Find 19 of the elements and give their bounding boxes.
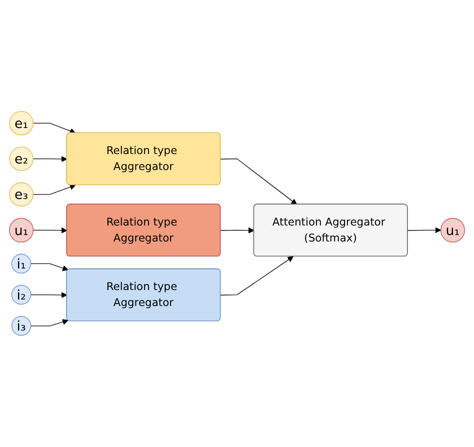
arrow [32, 227, 68, 234]
node-circle: i₂ [11, 284, 32, 305]
node-circle: e₃ [9, 182, 34, 206]
node-circle: i₃ [11, 316, 32, 336]
arrow [30, 292, 68, 298]
arrow [32, 156, 68, 162]
arrow [32, 122, 76, 134]
arrow [32, 184, 76, 195]
arrow [407, 227, 442, 233]
arrow [220, 256, 294, 296]
node-circle: u₁ [9, 218, 34, 242]
node-circle: u₁ [440, 218, 465, 242]
node-circle: e₁ [9, 110, 34, 136]
arrow [220, 158, 297, 205]
arrow [220, 227, 254, 234]
arrow [30, 318, 68, 326]
node-circle: i₁ [11, 254, 32, 274]
arrow [30, 263, 68, 271]
node-circle: e₂ [9, 146, 34, 171]
